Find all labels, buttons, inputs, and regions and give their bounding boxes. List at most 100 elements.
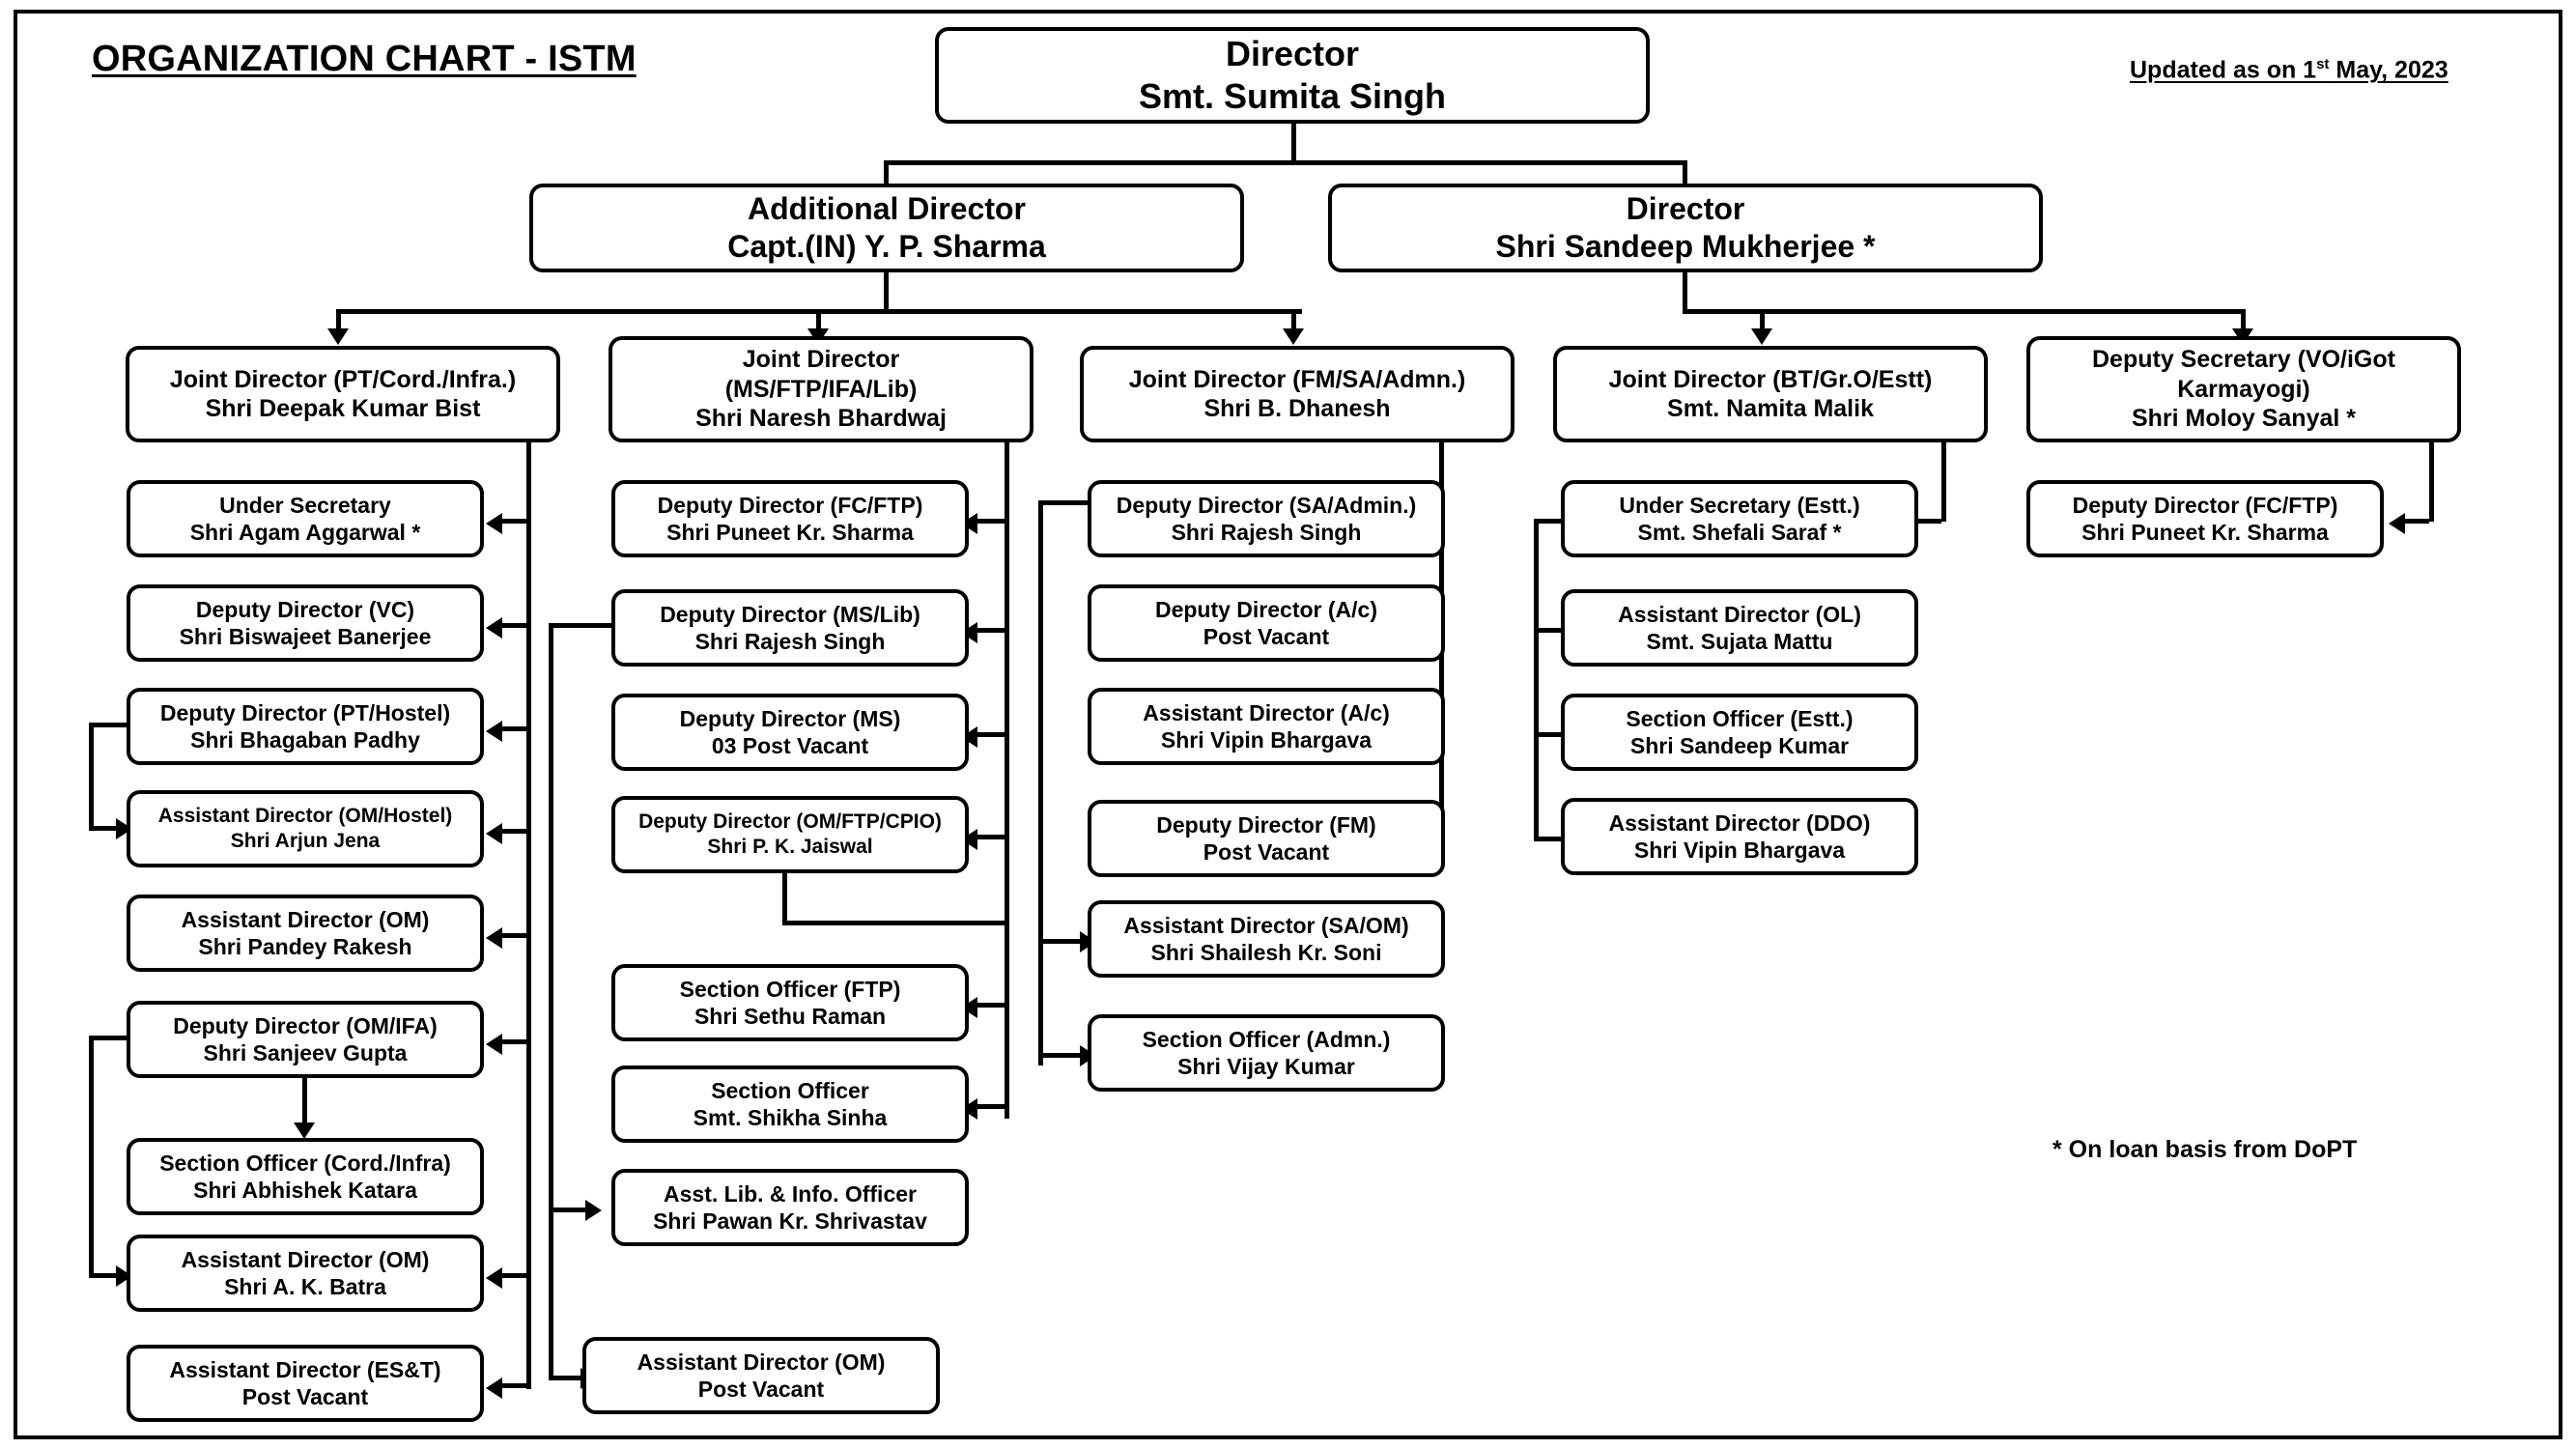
node-ad-est[interactable]: Assistant Director (ES&T) Post Vacant	[127, 1345, 484, 1422]
connector-to-jd-ms	[816, 309, 821, 334]
connector-ddmslib-to-alio	[549, 1208, 587, 1212]
node-ad-ac-name: Shri Vipin Bhargava	[1160, 727, 1373, 753]
node-dd-vc[interactable]: Deputy Director (VC) Shri Biswajeet Bane…	[127, 584, 484, 662]
connector-usestt-left-out	[1534, 519, 1568, 524]
node-additional-director-role: Additional Director	[747, 190, 1026, 226]
node-jd-fm-role: Joint Director (FM/SA/Admn.)	[1128, 365, 1466, 393]
node-dd-ms[interactable]: Deputy Director (MS) 03 Post Vacant	[611, 694, 969, 771]
node-us-estt[interactable]: Under Secretary (Estt.) Smt. Shefali Sar…	[1561, 480, 1918, 557]
node-so-admn-name: Shri Vijay Kumar	[1177, 1054, 1355, 1079]
connector-ddmslib-left-down	[549, 623, 553, 1210]
node-director[interactable]: Director Smt. Sumita Singh	[935, 27, 1650, 124]
node-so-shikha-role: Section Officer	[711, 1077, 869, 1103]
connector-ddomifa-down	[302, 1072, 307, 1128]
page-border	[14, 10, 2562, 1439]
updated-prefix: Updated as on 1	[2130, 56, 2317, 84]
updated-date-label: Updated as on 1st May, 2023	[2130, 56, 2449, 84]
node-ad-ac[interactable]: Assistant Director (A/c) Shri Vipin Bhar…	[1088, 688, 1445, 765]
node-ad-om-hostel[interactable]: Assistant Director (OM/Hostel) Shri Arju…	[127, 790, 484, 867]
node-alio-role: Asst. Lib. & Info. Officer	[664, 1180, 917, 1207]
arrow-col1-adom2	[486, 1267, 502, 1289]
connector-col4-to-soestt	[1534, 732, 1568, 737]
node-under-secretary[interactable]: Under Secretary Shri Agam Aggarwal *	[127, 480, 484, 557]
arrow-col5-ddfcftp	[2389, 513, 2405, 534]
node-ad-ddo-name: Shri Vipin Bhargava	[1633, 838, 1846, 863]
node-dd-om-ifa[interactable]: Deputy Director (OM/IFA) Shri Sanjeev Gu…	[127, 1001, 484, 1078]
node-jd-ms-name: Shri Naresh Bhardwaj	[695, 405, 947, 433]
node-ad-om-hostel-role: Assistant Director (OM/Hostel)	[157, 805, 453, 828]
node-jd-fm-name: Shri B. Dhanesh	[1203, 395, 1391, 422]
node-dd-vc-name: Shri Biswajeet Banerjee	[179, 624, 432, 649]
connector-col4-spine-left	[1534, 519, 1539, 838]
node-jd-pt-cord-infra[interactable]: Joint Director (PT/Cord./Infra.) Shri De…	[126, 346, 560, 442]
arrow-to-jd-fm	[1283, 328, 1304, 345]
node-dd-pt-hostel[interactable]: Deputy Director (PT/Hostel) Shri Bhagaba…	[127, 688, 484, 765]
node-dd-fc-ftp-name: Shri Puneet Kr. Sharma	[666, 520, 914, 545]
connector-col5-spine	[2429, 442, 2434, 522]
node-ad-om-rakesh[interactable]: Assistant Director (OM) Shri Pandey Rake…	[127, 895, 484, 972]
node-dd-vc-role: Deputy Director (VC)	[195, 596, 415, 622]
node-so-ftp[interactable]: Section Officer (FTP) Shri Sethu Raman	[611, 964, 969, 1041]
page-title: ORGANIZATION CHART - ISTM	[92, 39, 637, 79]
node-dd-fc-ftp-vo[interactable]: Deputy Director (FC/FTP) Shri Puneet Kr.…	[2026, 480, 2384, 557]
node-jd-fm-sa-admn[interactable]: Joint Director (FM/SA/Admn.) Shri B. Dha…	[1080, 346, 1514, 442]
connector-ddomftp-down	[782, 869, 787, 925]
node-so-shikha-sinha[interactable]: Section Officer Smt. Shikha Sinha	[611, 1065, 969, 1143]
node-so-estt[interactable]: Section Officer (Estt.) Shri Sandeep Kum…	[1561, 694, 1918, 771]
node-ad-om-batra[interactable]: Assistant Director (OM) Shri A. K. Batra	[127, 1235, 484, 1312]
node-jd-pt-role: Joint Director (PT/Cord./Infra.)	[169, 365, 517, 393]
node-dd-ms-role: Deputy Director (MS)	[679, 705, 901, 731]
node-dd-ms-lib[interactable]: Deputy Director (MS/Lib) Shri Rajesh Sin…	[611, 589, 969, 667]
connector-ddomifa-left-down	[89, 1036, 94, 1277]
node-so-cord-infra[interactable]: Section Officer (Cord./Infra) Shri Abhis…	[127, 1138, 484, 1215]
arrow-col1-ddvc	[486, 617, 502, 639]
node-so-admn[interactable]: Section Officer (Admn.) Shri Vijay Kumar	[1088, 1014, 1445, 1092]
connector-col3-top-in	[1038, 500, 1091, 505]
connector-col1-to-adest	[502, 1383, 526, 1388]
connector-ddomifa-to-adom2	[89, 1273, 118, 1278]
node-so-estt-role: Section Officer (Estt.)	[1626, 705, 1854, 731]
arrow-ddmslib-to-alio	[585, 1200, 602, 1221]
node-dd-fm[interactable]: Deputy Director (FM) Post Vacant	[1088, 800, 1445, 877]
connector-col1-to-adomh	[502, 829, 526, 834]
node-dd-ms-name: 03 Post Vacant	[711, 733, 869, 758]
node-ad-om-vacant-name: Post Vacant	[697, 1377, 825, 1402]
connector-col2-to-ddms	[977, 732, 1005, 737]
node-ad-est-role: Assistant Director (ES&T)	[169, 1356, 441, 1382]
node-us-estt-role: Under Secretary (Estt.)	[1619, 492, 1860, 518]
node-dd-om-ftp-cpio[interactable]: Deputy Director (OM/FTP/CPIO) Shri P. K.…	[611, 796, 969, 873]
node-dd-fc-ftp[interactable]: Deputy Director (FC/FTP) Shri Puneet Kr.…	[611, 480, 969, 557]
node-dd-ac-name: Post Vacant	[1203, 624, 1330, 649]
node-dd-ac[interactable]: Deputy Director (A/c) Post Vacant	[1088, 584, 1445, 662]
node-ad-sa-om-name: Shri Shailesh Kr. Soni	[1150, 940, 1382, 965]
connector-col2-to-ddfcftp	[977, 519, 1005, 524]
node-ds-vo-igot-karmayogi[interactable]: Deputy Secretary (VO/iGot Karmayogi) Shr…	[2026, 336, 2461, 442]
node-ad-om-vacant[interactable]: Assistant Director (OM) Post Vacant	[582, 1337, 940, 1414]
connector-level3-bus-right	[1683, 309, 2243, 314]
node-jd-ms-ftp-ifa-lib[interactable]: Joint Director (MS/FTP/IFA/Lib) Shri Nar…	[609, 336, 1033, 442]
node-dd-om-ifa-name: Shri Sanjeev Gupta	[203, 1040, 408, 1065]
node-alio-name: Shri Pawan Kr. Shrivastav	[653, 1208, 927, 1234]
node-dd-ms-lib-name: Shri Rajesh Singh	[694, 629, 886, 654]
node-dd-om-ftp-cpio-role: Deputy Director (OM/FTP/CPIO)	[638, 810, 942, 834]
node-jd-ms-portfolio: (MS/FTP/IFA/Lib)	[724, 375, 918, 403]
arrow-col1-adom	[486, 927, 502, 949]
node-director-2[interactable]: Director Shri Sandeep Mukherjee *	[1328, 184, 2043, 272]
node-asst-lib-info-officer[interactable]: Asst. Lib. & Info. Officer Shri Pawan Kr…	[611, 1169, 969, 1246]
node-ds-vo-role: Deputy Secretary (VO/iGot	[2092, 346, 2395, 374]
connector-col1-to-adom	[502, 933, 526, 938]
node-us-estt-name: Smt. Shefali Saraf *	[1637, 520, 1842, 545]
node-ad-ol[interactable]: Assistant Director (OL) Smt. Sujata Matt…	[1561, 589, 1918, 667]
connector-col1-to-ddpt	[502, 726, 526, 731]
node-dd-pt-hostel-name: Shri Bhagaban Padhy	[190, 727, 420, 753]
node-jd-bt-gro-estt[interactable]: Joint Director (BT/Gr.O/Estt) Smt. Namit…	[1553, 346, 1988, 442]
node-ad-om-rakesh-name: Shri Pandey Rakesh	[198, 934, 412, 959]
node-ad-om-hostel-name: Shri Arjun Jena	[230, 830, 381, 852]
node-ad-sa-om[interactable]: Assistant Director (SA/OM) Shri Shailesh…	[1088, 900, 1445, 978]
node-dd-om-ftp-cpio-name: Shri P. K. Jaiswal	[707, 836, 873, 858]
node-ad-ddo[interactable]: Assistant Director (DDO) Shri Vipin Bhar…	[1561, 798, 1918, 875]
node-ad-est-name: Post Vacant	[241, 1384, 369, 1409]
node-dd-sa-admin[interactable]: Deputy Director (SA/Admin.) Shri Rajesh …	[1088, 480, 1445, 557]
node-additional-director[interactable]: Additional Director Capt.(IN) Y. P. Shar…	[529, 184, 1244, 272]
node-director-name: Smt. Sumita Singh	[1138, 76, 1447, 116]
